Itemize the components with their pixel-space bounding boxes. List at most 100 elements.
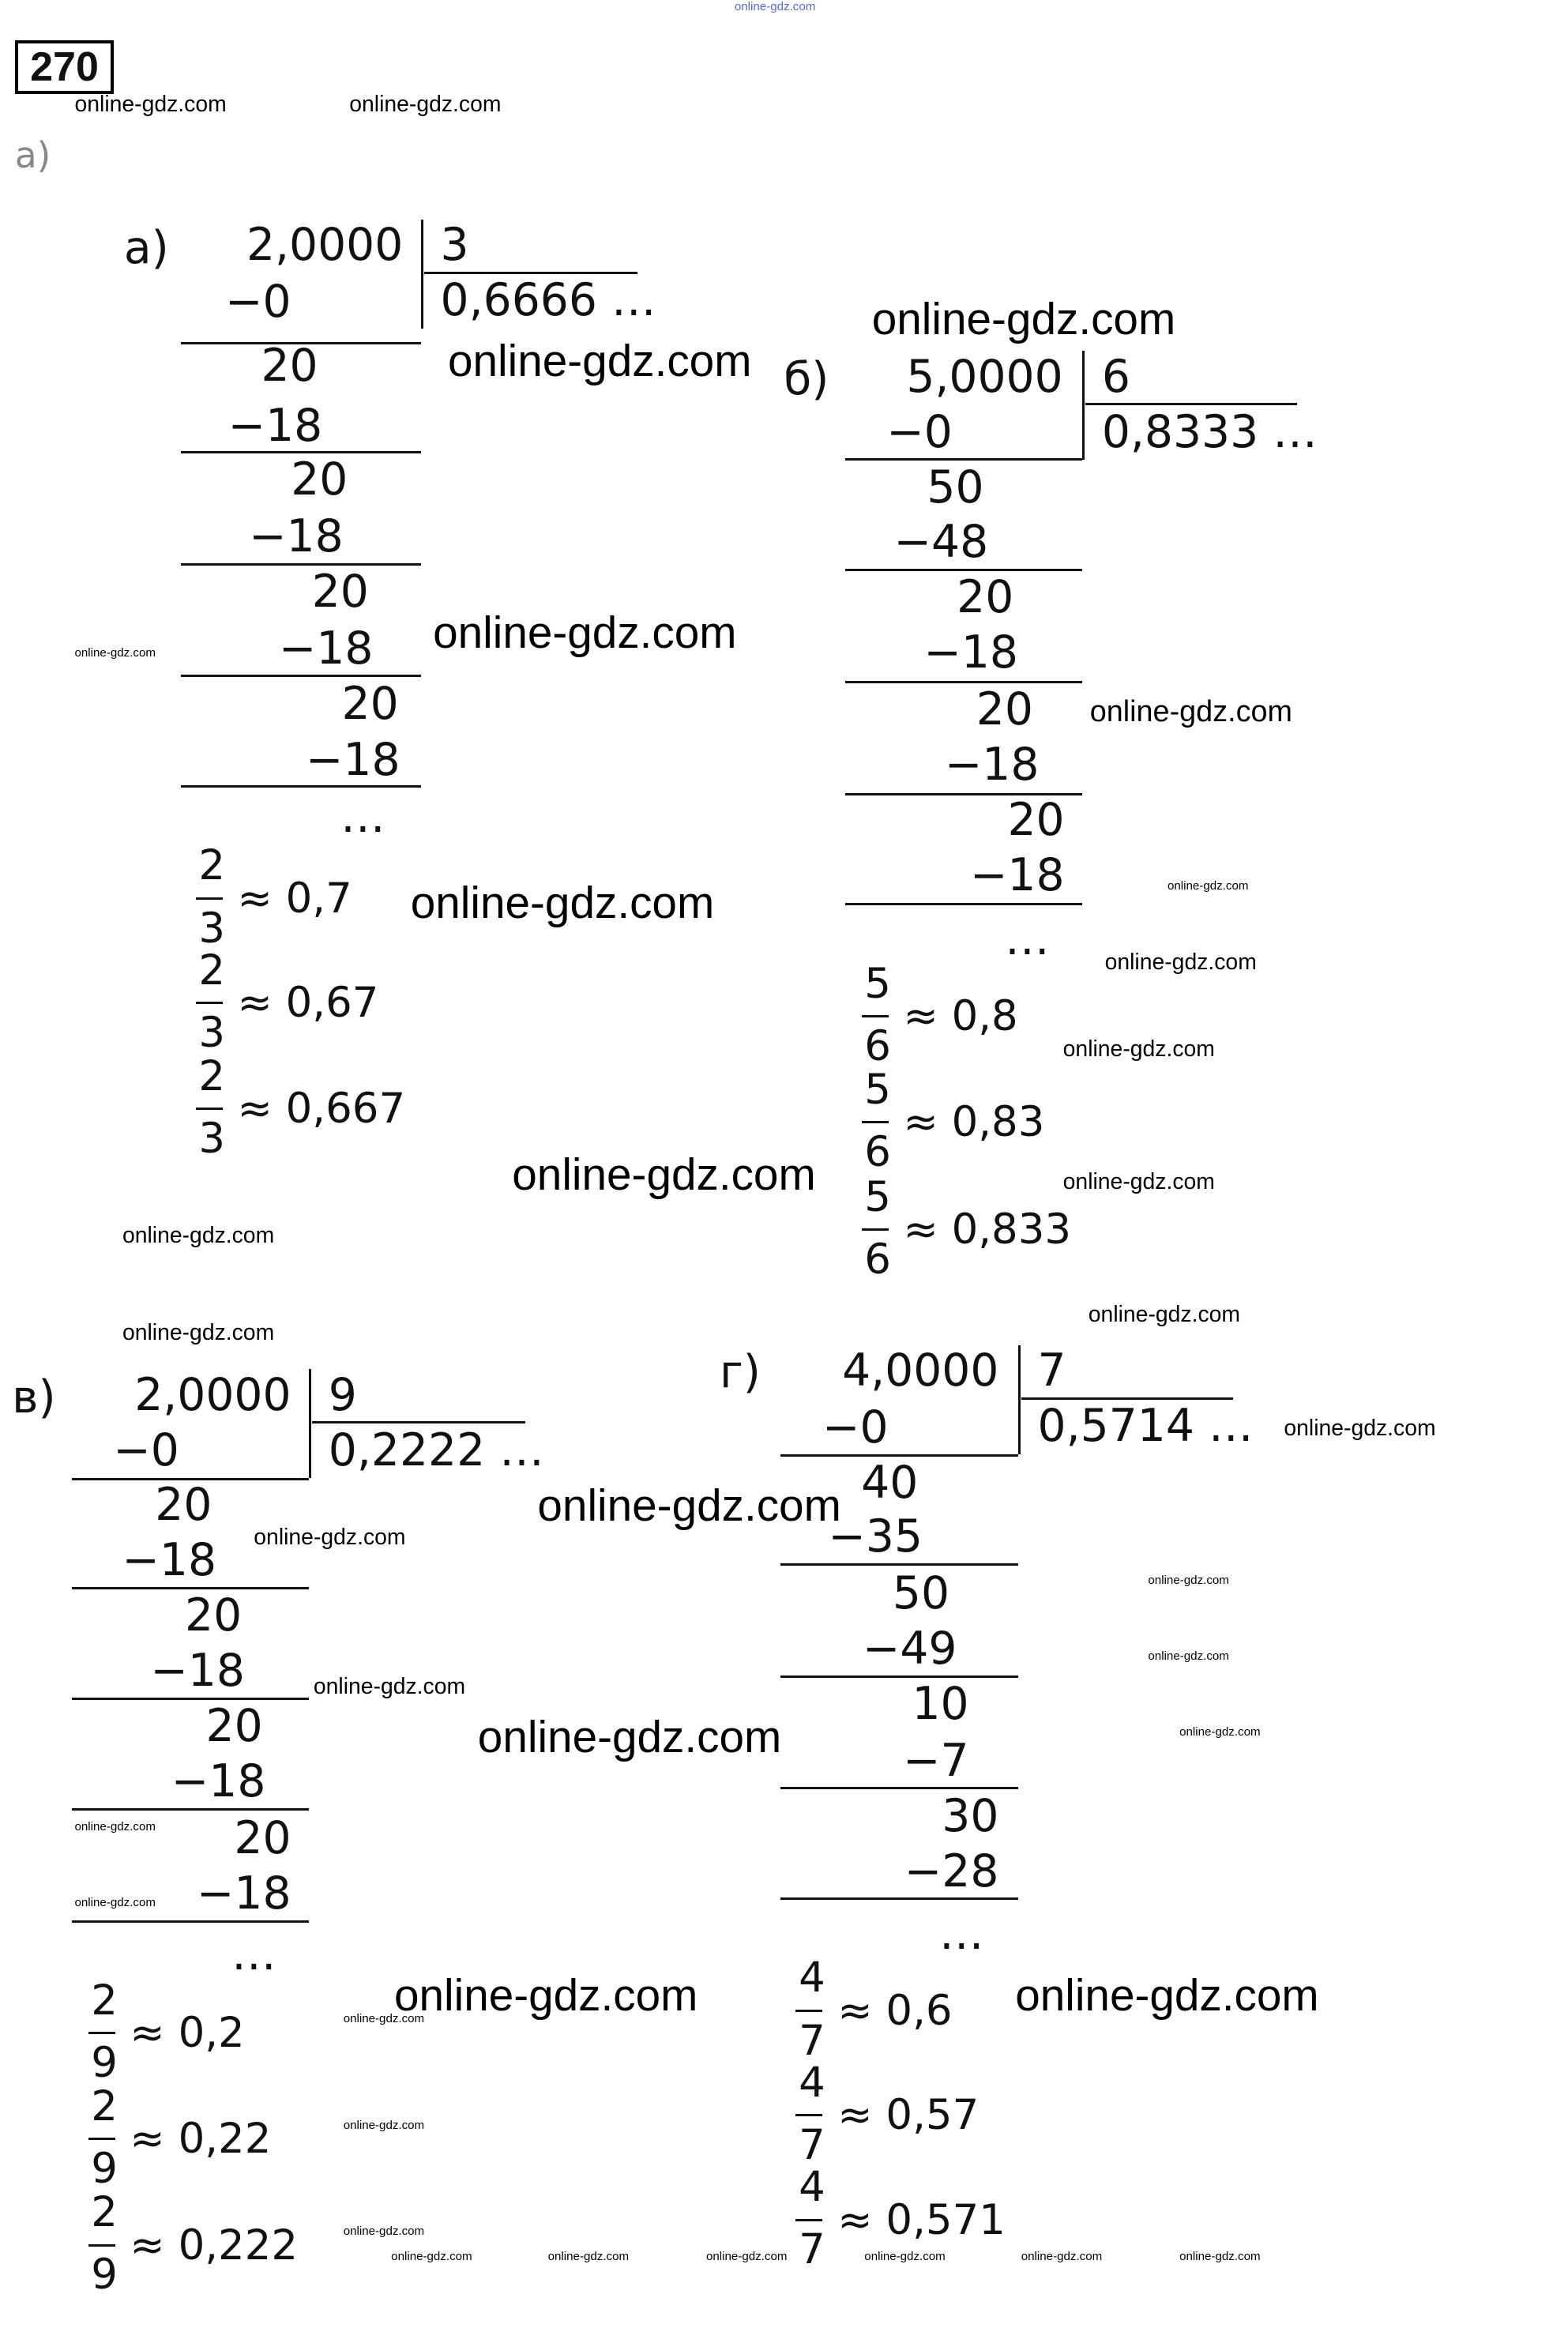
- watermark: online-gdz.com: [74, 91, 227, 117]
- step-value: −49: [862, 1622, 957, 1675]
- division-bracket: [1082, 351, 1085, 461]
- division-line: [71, 1807, 310, 1811]
- fraction-numerator: 4: [799, 2162, 825, 2211]
- fraction-bar: [88, 2032, 115, 2035]
- problem-number: 270: [15, 40, 114, 94]
- fraction-bar: [195, 1108, 223, 1111]
- step-value: −0: [113, 1423, 179, 1476]
- fraction-bar: [861, 1015, 889, 1018]
- division-line: [844, 569, 1083, 572]
- division-bracket: [420, 219, 423, 329]
- division-line: [780, 1897, 1018, 1901]
- fraction-denominator: 6: [864, 1128, 891, 1177]
- division-line: [71, 1587, 310, 1590]
- step-value: −18: [227, 400, 323, 453]
- watermark: online-gdz.com: [734, 0, 816, 13]
- quotient: 0,8333 …: [1101, 405, 1318, 458]
- division-line: [844, 458, 1083, 461]
- approximation: ≈ 0,571: [837, 2195, 1006, 2244]
- fraction-denominator: 7: [799, 2016, 825, 2065]
- fraction-bar: [795, 2218, 823, 2221]
- approximation: ≈ 0,22: [130, 2115, 272, 2164]
- step-value: 50: [892, 1567, 950, 1619]
- fraction-numerator: 2: [91, 2188, 118, 2237]
- dividend: 5,0000: [906, 350, 1063, 403]
- quotient-line: [1085, 403, 1298, 406]
- division-line: [780, 1454, 1018, 1457]
- step-value: 20: [976, 683, 1033, 736]
- step-value: 20: [341, 677, 399, 730]
- watermark: online-gdz.com: [1089, 694, 1292, 728]
- approximation: ≈ 0,833: [903, 1205, 1072, 1254]
- fraction-numerator: 5: [864, 1172, 891, 1221]
- step-value: −18: [923, 626, 1018, 679]
- dividend: 2,0000: [134, 1368, 291, 1421]
- watermark: online-gdz.com: [313, 1673, 466, 1699]
- watermark: online-gdz.com: [74, 1895, 156, 1909]
- quotient-line: [1021, 1397, 1234, 1401]
- fraction-numerator: 2: [198, 946, 226, 995]
- fraction-numerator: 2: [91, 2082, 118, 2131]
- divisor: 9: [328, 1368, 357, 1421]
- fraction-bar: [795, 2009, 823, 2012]
- watermark: online-gdz.com: [1015, 1971, 1319, 2021]
- step-value: −18: [171, 1755, 266, 1808]
- divisor: 6: [1101, 350, 1130, 403]
- fraction-denominator: 9: [91, 2039, 118, 2088]
- watermark: online-gdz.com: [1284, 1415, 1436, 1441]
- watermark: online-gdz.com: [343, 2118, 425, 2132]
- quotient: 0,5714 …: [1037, 1400, 1254, 1453]
- watermark: online-gdz.com: [1179, 2249, 1261, 2263]
- step-value: −18: [969, 848, 1065, 901]
- step-value: −18: [122, 1534, 217, 1587]
- step-value: 50: [927, 461, 984, 513]
- division-line: [844, 680, 1083, 683]
- step-value: 20: [957, 571, 1014, 624]
- division-line: [180, 450, 421, 453]
- step-value: −18: [305, 734, 400, 787]
- fraction-denominator: 6: [864, 1235, 891, 1284]
- division-line: [71, 1920, 310, 1923]
- watermark: online-gdz.com: [1167, 878, 1249, 893]
- watermark: online-gdz.com: [122, 1320, 275, 1345]
- division-line: [71, 1478, 310, 1481]
- divisor: 7: [1037, 1344, 1066, 1397]
- step-value: −18: [249, 510, 344, 562]
- watermark: online-gdz.com: [1179, 1725, 1261, 1739]
- approximation: ≈ 0,83: [903, 1098, 1045, 1147]
- fraction-bar: [195, 1002, 223, 1005]
- watermark: online-gdz.com: [705, 2249, 788, 2263]
- step-value: …: [938, 1907, 984, 1960]
- approximation: ≈ 0,8: [903, 992, 1018, 1041]
- fraction-bar: [88, 2243, 115, 2247]
- watermark: online-gdz.com: [1104, 950, 1257, 976]
- step-value: 20: [234, 1811, 291, 1864]
- watermark: online-gdz.com: [512, 1149, 816, 1200]
- step-value: −18: [278, 622, 374, 675]
- approximation: ≈ 0,667: [237, 1085, 406, 1134]
- division-line: [180, 341, 421, 344]
- part-label: а): [123, 222, 169, 275]
- quotient: 0,6666 …: [440, 274, 656, 327]
- division-line: [780, 1787, 1018, 1790]
- dividend: 2,0000: [246, 219, 404, 272]
- watermark: online-gdz.com: [448, 336, 752, 386]
- fraction-numerator: 2: [198, 841, 226, 890]
- step-value: 10: [912, 1677, 969, 1730]
- division-line: [780, 1675, 1018, 1678]
- part-label: г): [719, 1346, 761, 1399]
- fraction-denominator: 7: [799, 2225, 825, 2274]
- fraction-denominator: 3: [198, 1008, 226, 1057]
- division-line: [71, 1697, 310, 1700]
- divisor: 3: [440, 219, 469, 272]
- fraction-bar: [88, 2138, 115, 2141]
- watermark: online-gdz.com: [410, 878, 715, 928]
- fraction-numerator: 4: [799, 1954, 825, 2003]
- fraction-denominator: 3: [198, 1115, 226, 1164]
- step-value: 20: [205, 1700, 263, 1753]
- dividend: 4,0000: [842, 1344, 999, 1397]
- fraction-denominator: 3: [198, 904, 226, 953]
- approximation: ≈ 0,2: [130, 2009, 245, 2058]
- fraction-bar: [861, 1228, 889, 1232]
